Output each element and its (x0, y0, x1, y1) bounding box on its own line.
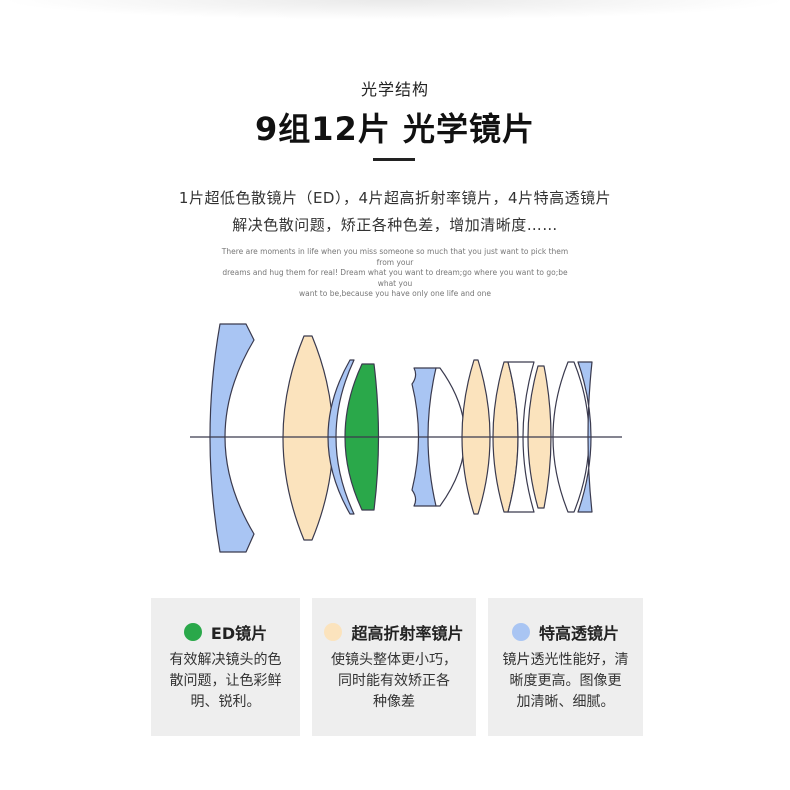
legend-card-description: 有效解决镜头的色 散问题，让色彩鲜 明、锐利。 (159, 650, 292, 713)
legend-line: 有效解决镜头的色 (169, 652, 282, 668)
legend-card-header: 超高折射率镜片 (312, 620, 476, 644)
legend-line: 晰度更高。图像更 (509, 673, 622, 689)
english-line-3: want to be,because you have only one lif… (298, 289, 492, 298)
english-filler-text: There are moments in life when you miss … (215, 247, 575, 300)
english-line-1: There are moments in life when you miss … (221, 247, 569, 267)
high-transmission-color-dot-icon (511, 623, 530, 641)
lens-structure-diagram (190, 323, 622, 553)
legend-line: 种像差 (373, 694, 415, 710)
description-line-2: 解决色散问题，矫正各种色差，增加清晰度…… (232, 216, 558, 234)
lens-1-high-transmission (209, 323, 255, 553)
lens-3-high-transmission (327, 359, 355, 515)
description-line-1: 1片超低色散镜片（ED），4片超高折射率镜片，4片特高透镜片 (178, 189, 612, 207)
legend-line: 镜片透光性能好，清 (502, 652, 629, 668)
legend-line: 同时能有效矫正各 (338, 673, 450, 689)
legend-card-header: 特高透镜片 (488, 620, 643, 644)
section-subtitle: 光学结构 (360, 80, 429, 99)
legend-card-description: 使镜头整体更小巧， 同时能有效矫正各 种像差 (320, 650, 468, 713)
lens-2-high-refraction (282, 335, 334, 541)
high-refraction-color-dot-icon (324, 623, 343, 641)
legend-card-title: 超高折射率镜片 (351, 624, 464, 643)
legend-card-high-transmission: 特高透镜片 镜片透光性能好，清 晰度更高。图像更 加清晰、细腻。 (488, 598, 643, 736)
top-shadow (0, 0, 790, 20)
title-underline (373, 158, 415, 161)
legend-card-header: ED镜片 (151, 620, 300, 644)
legend-line: 明、锐利。 (190, 694, 261, 710)
legend-card-title: 特高透镜片 (538, 624, 619, 643)
legend-card-ed: ED镜片 有效解决镜头的色 散问题，让色彩鲜 明、锐利。 (151, 598, 300, 736)
lens-12-high-transmission (577, 361, 593, 513)
ed-color-dot-icon (183, 623, 202, 641)
legend-card-description: 镜片透光性能好，清 晰度更高。图像更 加清晰、细腻。 (496, 650, 635, 713)
english-line-2: dreams and hug them for real! Dream what… (222, 268, 568, 288)
section-title: 9组12片 光学镜片 (255, 110, 535, 148)
legend-card-title: ED镜片 (210, 624, 268, 643)
legend-card-high-refraction: 超高折射率镜片 使镜头整体更小巧， 同时能有效矫正各 种像差 (312, 598, 476, 736)
legend-line: 使镜头整体更小巧， (331, 652, 457, 668)
legend-line: 散问题，让色彩鲜 (169, 673, 282, 689)
legend-line: 加清晰、细腻。 (516, 694, 615, 710)
